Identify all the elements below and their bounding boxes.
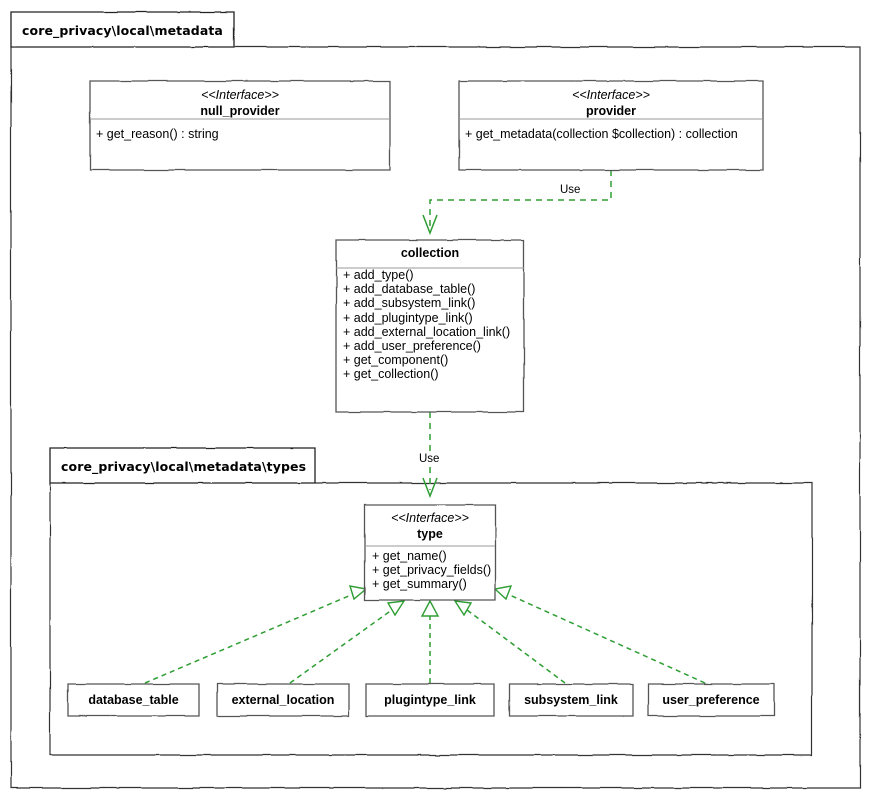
member-row: + get_collection()	[343, 367, 439, 382]
class-collection-header: collection	[336, 240, 524, 261]
class-null-provider[interactable]: <<Interface>> null_provider + get_reason…	[90, 81, 390, 170]
class-subsystem-link[interactable]: subsystem_link	[524, 693, 618, 707]
class-collection[interactable]: collection + add_type() + add_database_t…	[336, 240, 524, 412]
class-collection-members: + add_type() + add_database_table() + ad…	[336, 261, 524, 382]
member-row: + get_privacy_fields()	[372, 563, 492, 578]
member-row: + add_type()	[343, 268, 414, 282]
member-row: + get_metadata(collection $collection) :…	[465, 127, 738, 141]
class-provider-name: provider	[585, 104, 636, 118]
member-row: + add_plugintype_link()	[343, 310, 473, 325]
member-row: + get_component()	[343, 353, 449, 368]
class-type-stereotype: <<Interface>>	[391, 511, 469, 525]
package-title-types: core_privacy\local\metadata\types	[61, 459, 307, 474]
class-null-provider-name: null_provider	[200, 104, 280, 118]
package-title-root: core_privacy\local\metadata	[22, 23, 223, 38]
member-row: + add_external_location_link()	[343, 324, 511, 339]
member-row: + get_name()	[372, 549, 447, 563]
member-row: + get_summary()	[372, 577, 467, 592]
class-provider-members: + get_metadata(collection $collection) :…	[459, 119, 763, 141]
class-plugintype-link[interactable]: plugintype_link	[384, 693, 476, 707]
class-provider-stereotype: <<Interface>>	[572, 88, 650, 102]
class-collection-name: collection	[400, 246, 460, 260]
member-row: + add_database_table()	[343, 282, 476, 297]
class-type-header: <<Interface>> type	[365, 505, 495, 542]
edge-label-provider-collection: Use	[558, 184, 583, 196]
class-type-members: + get_name() + get_privacy_fields() + ge…	[365, 542, 495, 592]
member-row: + get_reason() : string	[96, 127, 219, 141]
class-provider-header: <<Interface>> provider	[459, 81, 763, 119]
class-user-preference[interactable]: user_preference	[662, 693, 760, 707]
class-null-provider-header: <<Interface>> null_provider	[90, 81, 390, 119]
class-external-location[interactable]: external_location	[231, 693, 335, 707]
class-provider[interactable]: <<Interface>> provider + get_metadata(co…	[459, 81, 763, 170]
class-type[interactable]: <<Interface>> type + get_name() + get_pr…	[365, 505, 495, 600]
class-null-provider-members: + get_reason() : string	[90, 119, 390, 141]
member-row: + add_subsystem_link()	[343, 296, 476, 311]
member-row: + add_user_preference()	[343, 339, 481, 354]
edge-label-collection-type: Use	[417, 453, 442, 465]
class-null-provider-stereotype: <<Interface>>	[201, 88, 279, 102]
class-type-name: type	[417, 527, 443, 541]
class-database-table[interactable]: database_table	[88, 693, 179, 707]
